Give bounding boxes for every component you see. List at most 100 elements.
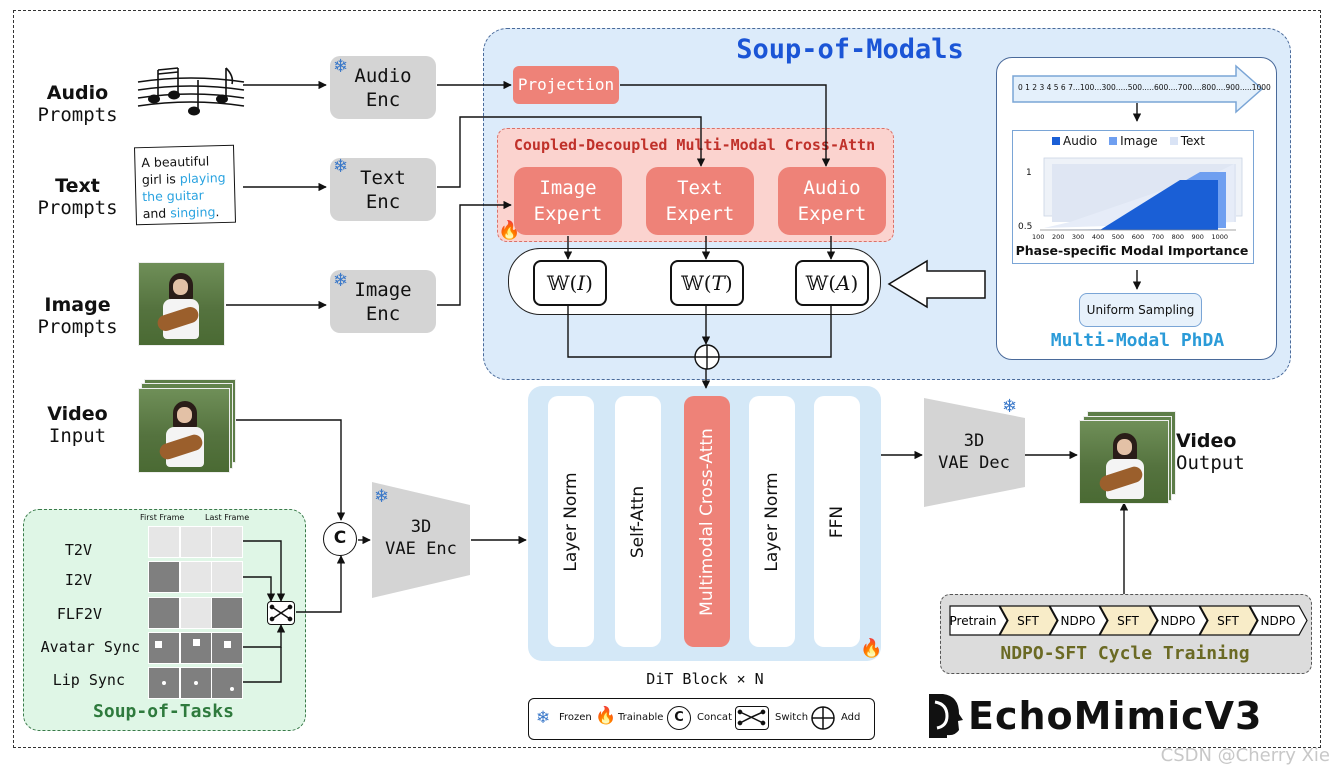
cycle-step [1048, 605, 1108, 636]
task-frame-cell [180, 561, 212, 593]
dit-ffn: FFN [814, 396, 860, 647]
lip-marker [162, 681, 166, 685]
weight-text: 𝕎(𝑇) [670, 260, 744, 306]
flame-icon: 🔥 [595, 706, 617, 726]
phda-x-tick: 100 [1032, 233, 1045, 241]
audio-expert: Audio Expert [778, 167, 886, 235]
text-encoder: Text Enc [330, 158, 436, 221]
phda-x-tick: 700 [1151, 233, 1165, 241]
task-frame-cell [180, 667, 212, 699]
weight-image: 𝕎(𝐼) [533, 260, 607, 306]
task-frame-cell [211, 561, 243, 593]
cycle-step-label: SFT [1117, 614, 1139, 628]
image-expert: Image Expert [514, 167, 622, 235]
phda-chart-graphic [1040, 157, 1243, 231]
avatar-marker [224, 641, 231, 648]
cycle-training-title: NDPO-SFT Cycle Training [1000, 643, 1250, 664]
snowflake-icon: ❄ [333, 156, 349, 177]
outer-frame [13, 10, 1321, 748]
soup-of-tasks-title: Soup-of-Tasks [93, 701, 234, 722]
flame-icon: 🔥 [860, 638, 883, 659]
brand-logo-icon [929, 694, 963, 738]
lip-marker [230, 687, 234, 691]
cycle-step [1248, 605, 1308, 636]
legend-concat-label: Concat [697, 712, 732, 723]
phda-x-tick: 1000 [1211, 233, 1228, 241]
phda-legend: Audio Image Text [1052, 134, 1242, 148]
video-output-label: Video Output [1176, 430, 1245, 474]
brand-name: EchoMimicV3 [968, 694, 1263, 738]
task-label-flf2v: FLF2V [56, 605, 102, 623]
task-frame-cell [180, 632, 212, 664]
switch-icon [735, 706, 769, 730]
task-frame-cell [148, 561, 180, 593]
soup-of-modals-title: Soup-of-Modals [736, 34, 964, 65]
phda-x-tick: 200 [1051, 233, 1065, 241]
flame-icon: 🔥 [498, 220, 521, 241]
text-prompt-card: A beautiful girl is playing the guitar a… [133, 144, 237, 226]
dit-layer-norm-1: Layer Norm [548, 396, 594, 647]
avatar-marker [193, 639, 200, 646]
phda-x-tick: 800 [1171, 233, 1184, 241]
task-label-i2v: I2V [64, 571, 92, 589]
avatar-marker [155, 641, 162, 648]
video-output-thumbnail [1079, 420, 1169, 504]
card-text-segment: . [215, 204, 220, 220]
video-input-thumbnail [138, 388, 230, 473]
cycle-step [998, 605, 1058, 636]
music-notes-icon [137, 67, 245, 116]
cycle-step-label: NDPO [1161, 614, 1196, 628]
legend-trainable-label: Trainable [618, 712, 664, 723]
cycle-step-label: SFT [1217, 614, 1239, 628]
phda-x-tick: 600 [1131, 233, 1145, 241]
tasks-header-first: First Frame [140, 513, 185, 522]
image-encoder: Image Enc [330, 270, 436, 333]
text-prompt-label: Text Prompts [37, 175, 118, 219]
watermark: CSDN @Cherry Xie [1160, 745, 1330, 766]
cycle-step [949, 605, 1008, 636]
image-prompt-label: Image Prompts [37, 294, 118, 338]
projection-box: Projection [513, 66, 619, 104]
vae-encoder: 3D VAE Enc [385, 517, 457, 559]
dit-block-label: DiT Block × N [646, 670, 764, 688]
card-text-segment: and [142, 205, 171, 222]
cycle-step [1098, 605, 1158, 636]
text-prompt-card-text: A beautiful girl is playing the guitar a… [141, 153, 226, 221]
uniform-sampling-box: Uniform Sampling [1079, 293, 1202, 327]
phda-x-tick: 900 [1191, 233, 1204, 241]
dit-layer-norm-2: Layer Norm [749, 396, 795, 647]
phda-y-tick: 0.5 [1018, 222, 1033, 232]
phda-timeline-scale: 0 1 2 3 4 5 6 7...100...300.....500.....… [1018, 83, 1271, 92]
image-prompt-thumbnail [138, 262, 225, 346]
task-frame-cell [148, 526, 180, 558]
cross-attn-title: Coupled-Decoupled Multi-Modal Cross-Attn [513, 136, 876, 154]
task-frame-cell [211, 597, 243, 629]
task-frame-cell [148, 597, 180, 629]
audio-prompt-label: Audio Prompts [37, 82, 118, 126]
task-label-t2v: T2V [64, 541, 92, 559]
task-frame-cell [211, 526, 243, 558]
task-frame-cell [180, 597, 212, 629]
snowflake-icon: ❄ [374, 486, 390, 507]
phda-x-tick: 500 [1111, 233, 1125, 241]
cycle-step [1148, 605, 1208, 636]
add-icon [811, 706, 835, 730]
lip-marker [194, 681, 198, 685]
video-input-label: Video Input [47, 403, 108, 447]
highlighted-text: singing [170, 204, 216, 221]
concat-node: C [323, 522, 357, 556]
add-node [694, 344, 720, 370]
cycle-step-label: NDPO [1261, 614, 1296, 628]
task-frame-cell [180, 526, 212, 558]
dit-self-attn: Self-Attn [615, 396, 661, 647]
task-frame-cell [211, 632, 243, 664]
cycle-step-label: SFT [1017, 614, 1039, 628]
cycle-step [1198, 605, 1258, 636]
legend-box [528, 698, 875, 740]
vae-decoder: 3D VAE Dec [938, 431, 1010, 473]
weight-audio: 𝕎(𝐴) [795, 260, 869, 306]
switch-node [267, 601, 295, 625]
tasks-header-last: Last Frame [205, 513, 250, 522]
